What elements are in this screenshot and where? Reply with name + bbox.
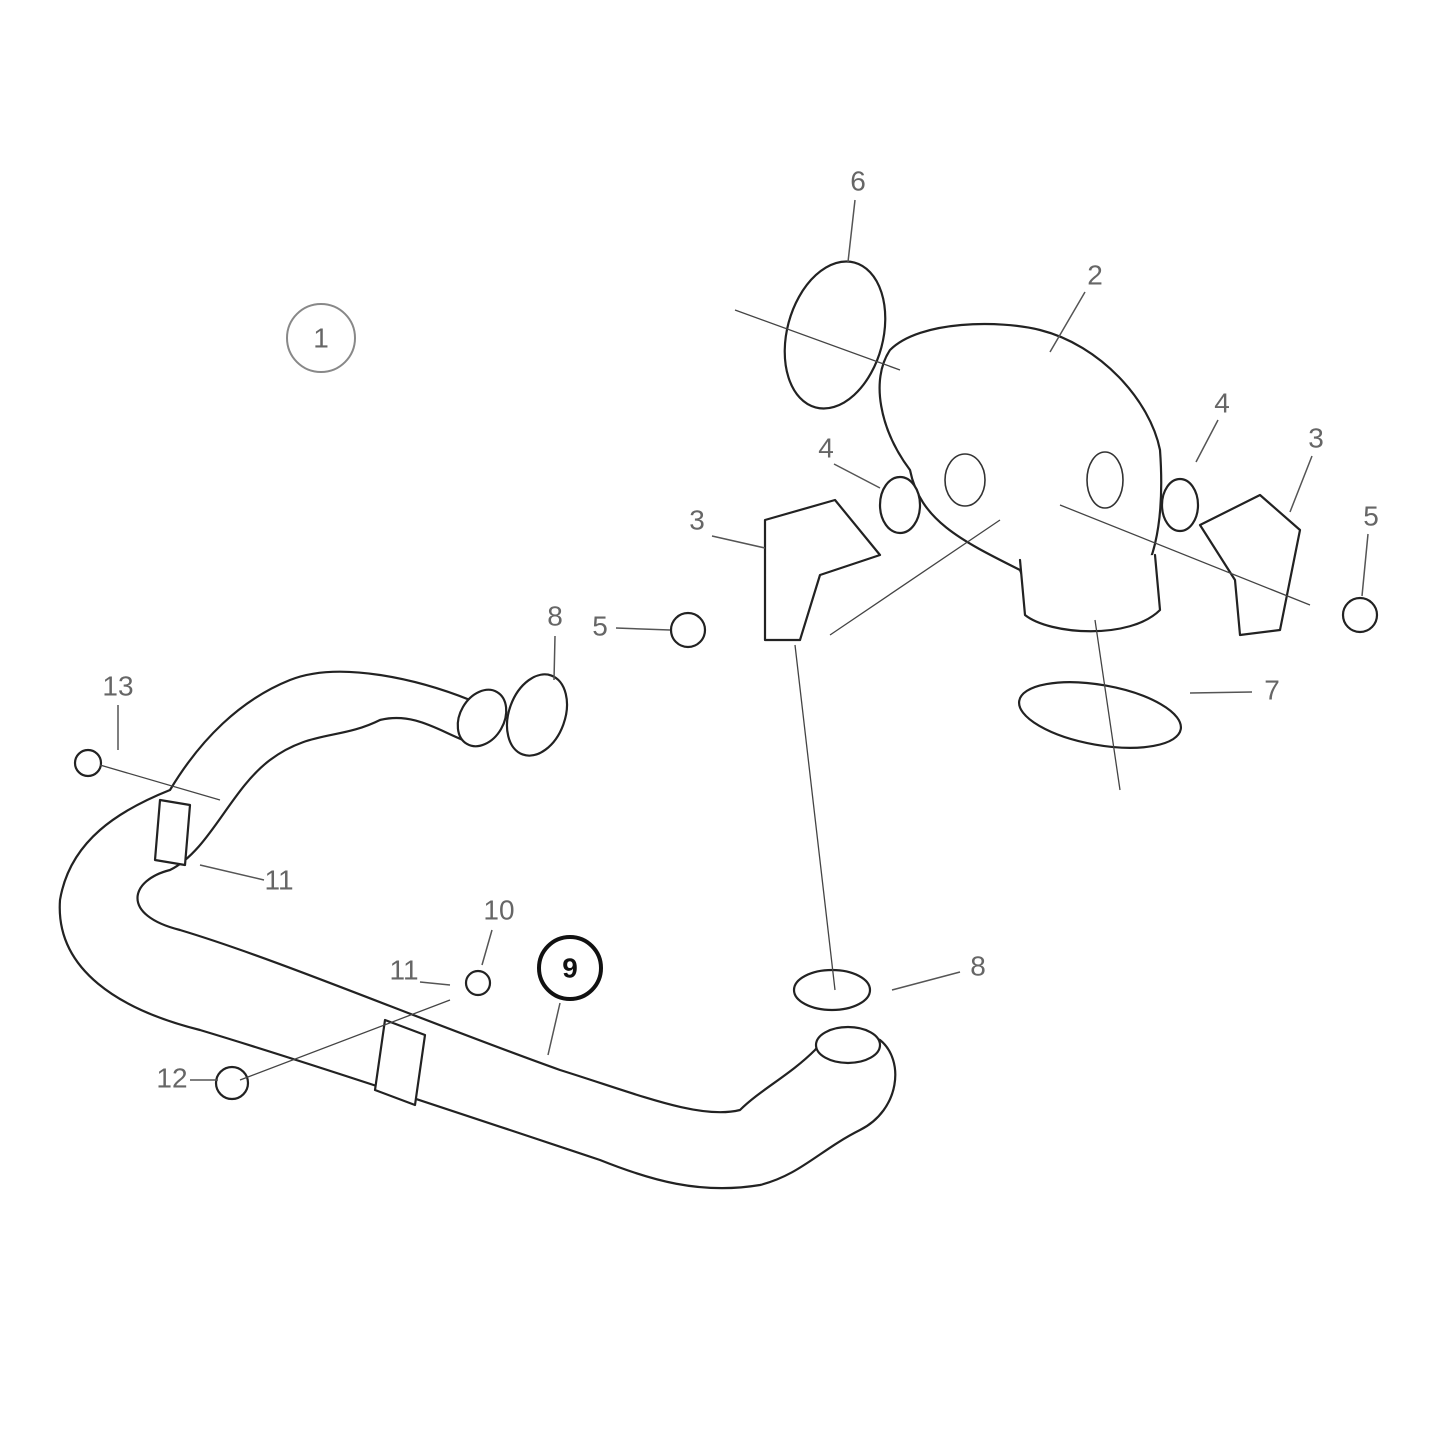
hose-assembly bbox=[58, 670, 897, 1190]
hose-clamp-lower-shape bbox=[792, 968, 872, 1012]
callout-7: 7 bbox=[1264, 674, 1280, 705]
bolt-lower-shape bbox=[214, 1065, 250, 1101]
callout-5: 5 bbox=[1363, 500, 1379, 531]
callout-5: 5 bbox=[592, 610, 608, 641]
assembly-callout-circle bbox=[286, 303, 356, 373]
clamp-top-shape bbox=[783, 260, 887, 410]
callout-8: 8 bbox=[547, 600, 563, 631]
assembly-callout: 1 bbox=[313, 322, 329, 353]
nut-shape bbox=[464, 969, 492, 997]
callout-2: 2 bbox=[1087, 259, 1103, 290]
callout-3: 3 bbox=[1308, 422, 1324, 453]
hose-clamp-upper-shape bbox=[505, 673, 569, 757]
o-ring-right-shape bbox=[1160, 477, 1200, 533]
callout-13: 13 bbox=[102, 670, 133, 701]
callout-8: 8 bbox=[970, 950, 986, 981]
bolt-left-shape bbox=[669, 611, 707, 649]
callout-12: 12 bbox=[156, 1062, 187, 1093]
highlighted-callout-circle bbox=[537, 935, 603, 1001]
callout-11: 11 bbox=[264, 864, 293, 895]
callout-6: 6 bbox=[850, 165, 866, 196]
housing-shape bbox=[878, 322, 1163, 633]
o-ring-left-shape bbox=[878, 475, 922, 535]
callout-11: 11 bbox=[389, 954, 418, 985]
callout-4: 4 bbox=[1214, 387, 1230, 418]
callout-3: 3 bbox=[689, 504, 705, 535]
callout-4: 4 bbox=[818, 432, 834, 463]
highlighted-callout: 9 bbox=[562, 952, 578, 983]
callout-10: 10 bbox=[483, 894, 514, 925]
bolt-right-shape bbox=[1341, 596, 1379, 634]
clamp-lower-shape bbox=[1017, 681, 1183, 749]
bolt-upper-shape bbox=[73, 748, 103, 778]
elbow-right-shape bbox=[1198, 493, 1302, 637]
elbow-left-shape bbox=[763, 498, 882, 642]
